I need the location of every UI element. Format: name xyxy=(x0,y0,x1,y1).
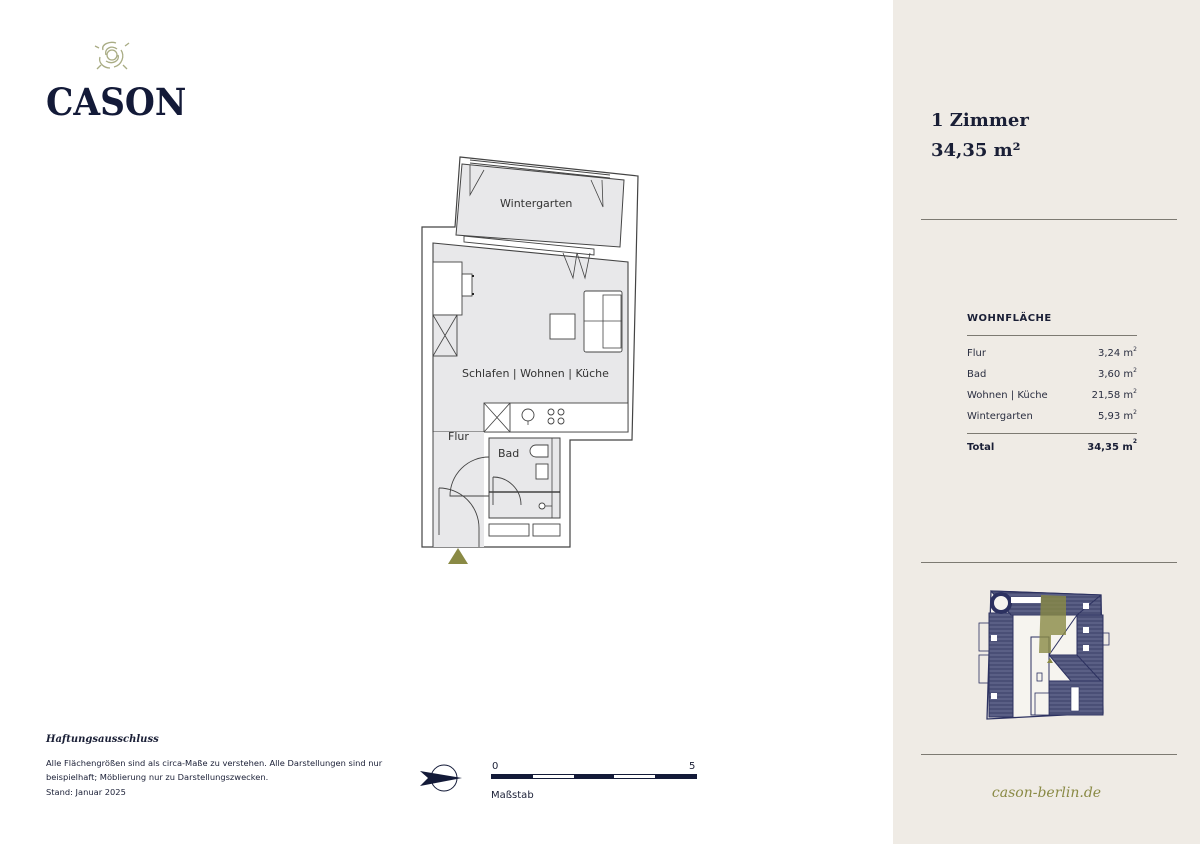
scale-label: Maßstab xyxy=(491,790,534,801)
info-panel: 1 Zimmer 34,35 m² WOHNFLÄCHE Flur 3,24 m… xyxy=(893,0,1200,844)
rose-icon xyxy=(94,41,130,70)
area-total-value: 34,35 m2 xyxy=(1087,438,1137,453)
unit-total-area: 34,35 m² xyxy=(931,140,1021,161)
room-label-bad: Bad xyxy=(498,447,520,460)
area-label: Flur xyxy=(967,348,986,359)
area-row-wintergarten: Wintergarten 5,93 m2 xyxy=(967,406,1137,427)
disclaimer-title: Haftungsausschluss xyxy=(46,734,159,745)
floor-plan-drawing xyxy=(421,156,639,564)
scale-segments xyxy=(491,774,697,779)
area-table-heading: WOHNFLÄCHE xyxy=(967,313,1137,336)
area-total-label: Total xyxy=(967,442,995,453)
entrance-triangle-icon xyxy=(448,548,468,564)
divider xyxy=(921,754,1177,755)
building-site-plan xyxy=(978,590,1110,720)
disclaimer: Haftungsausschluss Alle Flächengrößen si… xyxy=(46,734,386,799)
scale-start: 0 xyxy=(492,761,499,772)
floorplan-page: CASON xyxy=(46,38,700,810)
area-value: 21,58 m2 xyxy=(1091,388,1137,401)
room-label-flur: Flur xyxy=(448,430,469,443)
scale-bar: 0 5 Maßstab xyxy=(490,760,700,810)
area-table: WOHNFLÄCHE Flur 3,24 m2 Bad 3,60 m2 Wohn… xyxy=(967,313,1137,461)
floor-plan: Wintergarten Schlafen | Wohnen | Küche F… xyxy=(410,150,650,570)
cason-logo: CASON xyxy=(46,38,186,128)
area-row-flur: Flur 3,24 m2 xyxy=(967,343,1137,364)
brand-name: CASON xyxy=(46,80,187,124)
disclaimer-date: Stand: Januar 2025 xyxy=(46,787,126,797)
room-label-wintergarten: Wintergarten xyxy=(500,197,573,210)
unit-rooms: 1 Zimmer xyxy=(931,110,1029,131)
area-row-bad: Bad 3,60 m2 xyxy=(967,364,1137,385)
divider xyxy=(921,562,1177,563)
area-label: Wintergarten xyxy=(967,411,1033,422)
area-label: Wohnen | Küche xyxy=(967,390,1048,401)
disclaimer-text: Alle Flächengrößen sind als circa-Maße z… xyxy=(46,758,383,782)
area-row-wohnen-kueche: Wohnen | Küche 21,58 m2 xyxy=(967,385,1137,406)
area-value: 5,93 m2 xyxy=(1097,409,1137,422)
website-link[interactable]: cason-berlin.de xyxy=(991,785,1102,801)
area-value: 3,24 m2 xyxy=(1097,346,1137,359)
area-total-row: Total 34,35 m2 xyxy=(967,435,1137,461)
area-label: Bad xyxy=(967,369,987,380)
room-label-living: Schlafen | Wohnen | Küche xyxy=(462,367,609,380)
north-arrow-icon xyxy=(420,764,462,792)
scale-end: 5 xyxy=(689,761,696,772)
divider xyxy=(921,219,1177,220)
area-value: 3,60 m2 xyxy=(1097,367,1137,380)
